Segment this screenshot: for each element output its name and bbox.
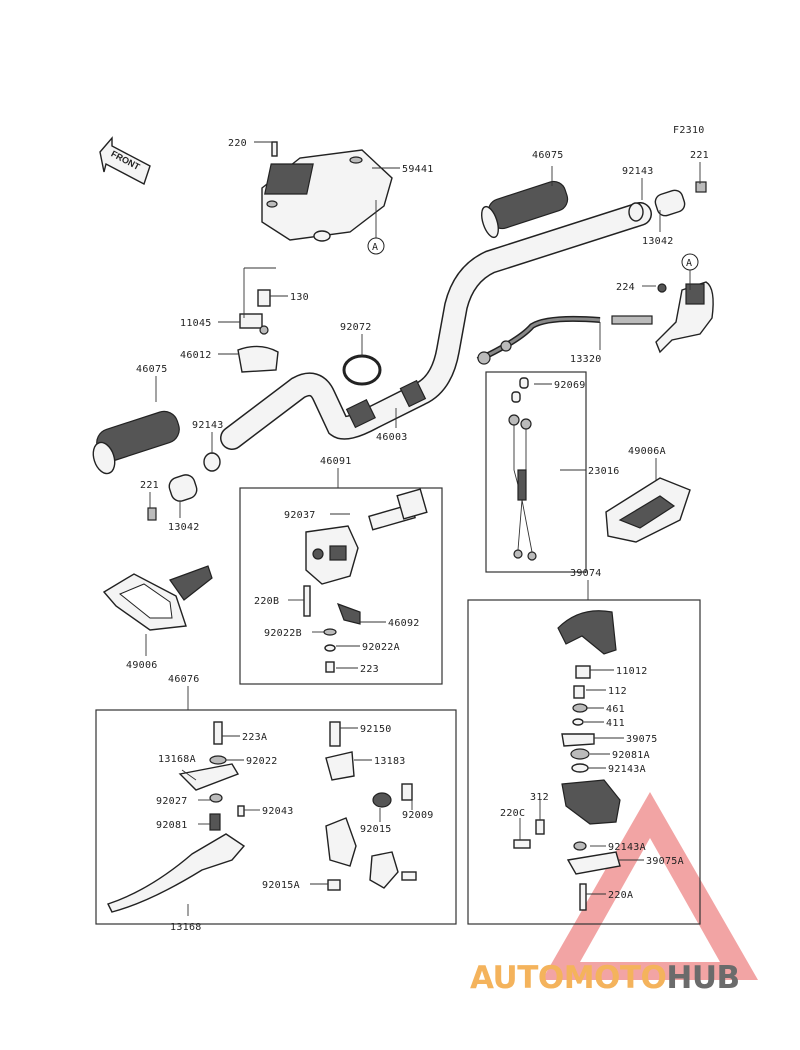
handlebar-clamp <box>237 289 279 373</box>
part-labels: 220 59441 46075 92143 221 13042 130 1104… <box>126 138 709 933</box>
part-label: 11045 <box>180 318 212 329</box>
part-label: 92143A <box>608 842 646 853</box>
part-label: 13042 <box>168 522 200 533</box>
handlebar <box>220 202 652 450</box>
watermark-triangle <box>542 792 758 980</box>
svg-text:A: A <box>686 258 692 269</box>
part-label: 92009 <box>402 810 434 821</box>
part-label: 46003 <box>376 432 408 443</box>
part-label: 39075A <box>646 856 684 867</box>
part-label: 92081A <box>612 750 650 761</box>
svg-text:A: A <box>372 242 378 253</box>
harness-box <box>485 371 587 573</box>
brake-lever-box <box>467 599 701 925</box>
part-label: 220C <box>500 808 525 819</box>
switch-box <box>239 487 443 685</box>
part-label: 130 <box>290 292 309 303</box>
part-label: 92069 <box>554 380 586 391</box>
brake-lever-assembly <box>513 610 621 911</box>
hand-guard-right <box>605 477 691 543</box>
part-label: 49006 <box>126 660 158 671</box>
handlebar-cover <box>261 141 393 242</box>
part-label: 92072 <box>340 322 372 333</box>
part-label: 312 <box>530 792 549 803</box>
part-label: 224 <box>616 282 635 293</box>
part-label: 92143 <box>622 166 654 177</box>
part-label: 112 <box>608 686 627 697</box>
callout-A-cover: A <box>367 200 385 255</box>
part-label: 59441 <box>402 164 434 175</box>
part-label: 221 <box>140 480 159 491</box>
part-label: 220B <box>254 596 279 607</box>
watermark-logo: AUTOMOTOHUB <box>470 960 800 996</box>
part-label: 46076 <box>168 674 200 685</box>
part-label: 13168A <box>158 754 196 765</box>
part-label: 46075 <box>532 150 564 161</box>
part-label: 39074 <box>570 568 602 579</box>
clutch-lever-assembly <box>107 721 417 913</box>
wire-harness <box>508 377 537 561</box>
part-label: 13183 <box>374 756 406 767</box>
throttle-cable <box>476 315 601 365</box>
part-label: 92015 <box>360 824 392 835</box>
part-label: 92022A <box>362 642 400 653</box>
callout-A-throttle: A <box>681 253 699 290</box>
part-label: 92022B <box>264 628 302 639</box>
part-label: 46075 <box>136 364 168 375</box>
part-label: 92037 <box>284 510 316 521</box>
switch-assembly <box>303 488 428 673</box>
part-label: 92143A <box>608 764 646 775</box>
hand-guard-left <box>102 565 213 631</box>
part-label: 223A <box>242 732 267 743</box>
part-label: 13168 <box>170 922 202 933</box>
part-label: 92043 <box>262 806 294 817</box>
watermark-text-main: AUTOMOTO <box>470 960 667 996</box>
clip-ring <box>342 354 382 386</box>
part-label: 23016 <box>588 466 620 477</box>
part-label: 46092 <box>388 618 420 629</box>
part-label: 13042 <box>642 236 674 247</box>
right-grip <box>481 180 707 239</box>
part-label: 92015A <box>262 880 300 891</box>
part-label: 411 <box>606 718 625 729</box>
part-label: 46012 <box>180 350 212 361</box>
part-label: 92027 <box>156 796 188 807</box>
part-label: 220A <box>608 890 633 901</box>
part-label: 92143 <box>192 420 224 431</box>
leader-lines <box>145 141 701 916</box>
part-label: 223 <box>360 664 379 675</box>
part-label: 92022 <box>246 756 278 767</box>
part-label: 221 <box>690 150 709 161</box>
part-label: 461 <box>606 704 625 715</box>
throttle-housing <box>611 281 714 354</box>
part-label: 92081 <box>156 820 188 831</box>
part-label: 92150 <box>360 724 392 735</box>
diagram-code: F2310 <box>673 125 705 136</box>
left-grip <box>92 410 221 521</box>
part-label: 49006A <box>628 446 666 457</box>
clutch-lever-box <box>95 709 457 925</box>
part-label: 220 <box>228 138 247 149</box>
part-label: 39075 <box>626 734 658 745</box>
part-label: 46091 <box>320 456 352 467</box>
watermark-text-accent: HUB <box>666 960 740 996</box>
part-label: 13320 <box>570 354 602 365</box>
part-label: 11012 <box>616 666 648 677</box>
front-arrow-icon: FRONT <box>99 136 151 186</box>
